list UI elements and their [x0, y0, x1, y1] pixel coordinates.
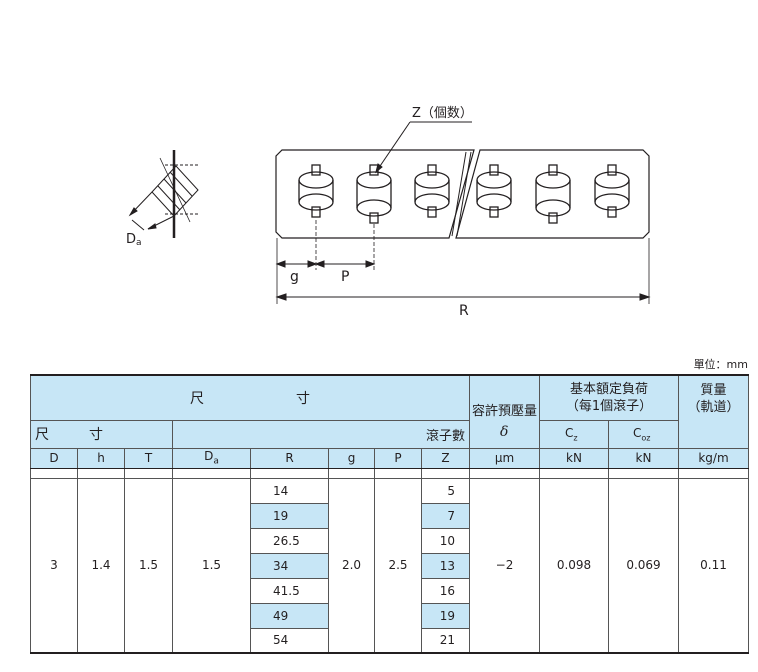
header-cz-label: Cz	[565, 426, 578, 443]
roller	[594, 164, 630, 218]
col-cz-unit: kN	[539, 447, 609, 469]
col-g: g	[328, 447, 375, 469]
spec-table: 尺寸 容許預壓量 基本額定負荷 （每1個滾子） 質量 （軌道） 尺寸 滾子數 D…	[30, 374, 749, 654]
cell-z: 21	[421, 627, 470, 654]
col-t: T	[124, 447, 173, 469]
col-coz-unit: kN	[608, 447, 679, 469]
header-row-3: D h T Da R g P Z μm kN kN kg/m	[30, 447, 749, 469]
col-p: P	[374, 447, 422, 469]
header-delta: δ	[500, 424, 509, 440]
label-p: P	[341, 269, 349, 285]
col-mass-unit: kg/m	[678, 447, 749, 469]
header-dimensions: 尺寸	[30, 374, 470, 421]
cell-z: 5	[421, 477, 470, 504]
cell-z: 16	[421, 577, 470, 604]
roller	[535, 164, 571, 224]
cell-z: 19	[421, 602, 470, 629]
col-z: Z	[421, 447, 470, 469]
common-h: 1.4	[77, 477, 125, 654]
label-g: g	[290, 269, 299, 285]
roller	[414, 164, 450, 218]
header-preload: 容許預壓量	[469, 374, 540, 449]
cell-r: 19	[250, 502, 329, 529]
table-row: 26.5 10	[31, 527, 749, 554]
table-row: 19 7	[31, 502, 749, 529]
header-row-1: 尺寸 容許預壓量 基本額定負荷 （每1個滾子） 質量 （軌道）	[30, 374, 749, 449]
header-coz-label: Coz	[633, 426, 651, 443]
col-d: D	[30, 447, 78, 469]
common-g: 2.0	[328, 477, 375, 654]
roller	[356, 164, 392, 224]
label-r: R	[459, 303, 469, 319]
common-cz: 0.098	[539, 477, 609, 654]
table-row: 34 13	[31, 552, 749, 579]
col-r: R	[250, 447, 329, 469]
col-um: μm	[469, 447, 540, 469]
unit-note: 單位：mm	[693, 358, 748, 371]
cell-r: 41.5	[250, 577, 329, 604]
common-p: 2.5	[374, 477, 422, 654]
roller-cage-drawing: Da Z（個数） g P R	[126, 106, 651, 319]
table-row: 41.5 16	[31, 577, 749, 604]
cell-z: 10	[421, 527, 470, 554]
label-z-count: Z（個数）	[412, 106, 473, 121]
cross-section-view	[128, 150, 199, 238]
label-da: Da	[126, 232, 142, 248]
cell-r: 34	[250, 552, 329, 579]
col-da: Da	[172, 447, 251, 469]
cell-z: 7	[421, 502, 470, 529]
cell-z: 13	[421, 552, 470, 579]
common-d: 3	[30, 477, 78, 654]
common-coz: 0.069	[608, 477, 679, 654]
common-mass: 0.11	[678, 477, 749, 654]
cage-plate	[275, 149, 650, 239]
cell-r: 54	[250, 627, 329, 654]
header-row-2: 尺寸 滾子數	[30, 419, 749, 449]
spacer-row	[30, 468, 749, 478]
header-load-rating: 基本額定負荷 （每1個滾子）	[539, 374, 679, 421]
common-delta: −2	[469, 477, 540, 654]
col-h: h	[77, 447, 125, 469]
common-t: 1.5	[124, 477, 173, 654]
table-row: 49 19	[31, 602, 749, 629]
header-cz-cell	[539, 419, 609, 449]
table-row: 54 21	[31, 627, 749, 654]
header-mass: 質量 （軌道）	[678, 374, 749, 449]
header-size: 尺寸	[30, 419, 173, 449]
common-da: 1.5	[172, 477, 251, 654]
roller	[476, 164, 512, 218]
rollers	[298, 164, 630, 224]
header-roller-count: 滾子數	[172, 419, 470, 449]
cell-r: 26.5	[250, 527, 329, 554]
roller	[298, 164, 334, 218]
cell-r: 49	[250, 602, 329, 629]
cell-r: 14	[250, 477, 329, 504]
